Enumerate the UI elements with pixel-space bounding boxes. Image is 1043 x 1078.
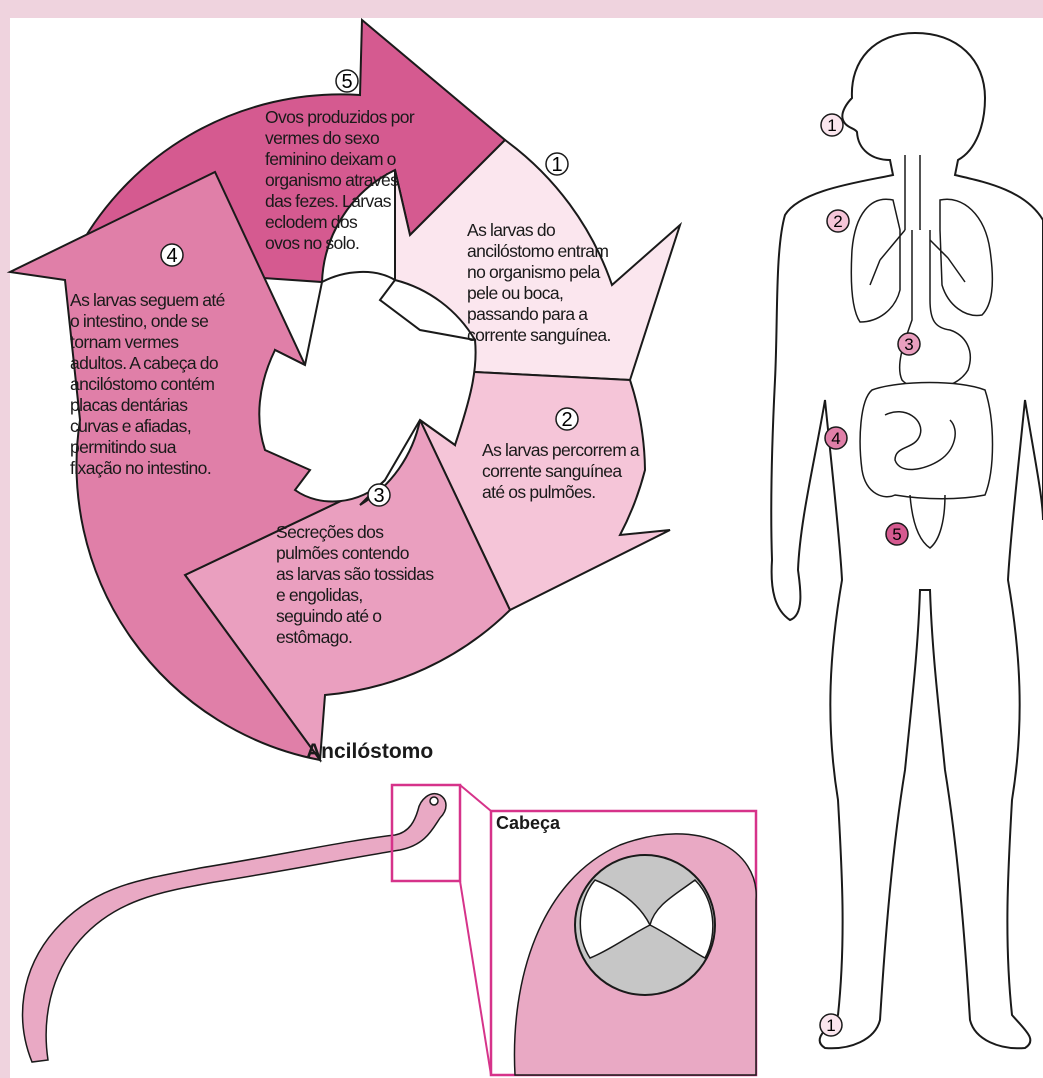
body-marker-1-foot: 1 xyxy=(820,1014,842,1036)
step-2-text: As larvas percorrem a corrente sanguínea… xyxy=(482,440,677,503)
step-1-text: As larvas do ancilóstomo entram no organ… xyxy=(467,220,647,346)
step-3-text: Secreções dos pulmões contendo as larvas… xyxy=(276,522,466,648)
hookworm-illustration xyxy=(23,785,491,1075)
step-number-2: 2 xyxy=(556,408,578,431)
svg-text:3: 3 xyxy=(904,335,913,354)
head-label: Cabeça xyxy=(496,813,560,834)
step-number-5: 5 xyxy=(336,70,358,93)
body-marker-3-stomach: 3 xyxy=(898,333,920,355)
body-marker-1-mouth: 1 xyxy=(821,114,843,136)
svg-text:5: 5 xyxy=(341,71,352,93)
svg-text:2: 2 xyxy=(833,212,842,231)
svg-text:1: 1 xyxy=(826,1016,835,1035)
svg-text:1: 1 xyxy=(551,154,562,176)
body-marker-5-anus: 5 xyxy=(886,523,908,545)
svg-text:3: 3 xyxy=(373,485,384,507)
step-number-3: 3 xyxy=(368,484,390,507)
svg-text:2: 2 xyxy=(561,409,572,431)
step-number-1: 1 xyxy=(546,153,568,176)
svg-text:5: 5 xyxy=(892,525,901,544)
svg-text:4: 4 xyxy=(166,245,177,267)
step-5-text: Ovos produzidos por vermes do sexo femin… xyxy=(265,107,465,254)
worm-body xyxy=(23,794,446,1062)
svg-text:4: 4 xyxy=(831,429,840,448)
body-marker-4-intestine: 4 xyxy=(825,427,847,449)
step-4-text: As larvas seguem até o intestino, onde s… xyxy=(70,290,265,479)
head-detail-inset xyxy=(491,811,756,1075)
svg-text:1: 1 xyxy=(827,116,836,135)
human-body-outline xyxy=(771,33,1043,1048)
worm-label: Ancilóstomo xyxy=(306,740,433,764)
step-number-4: 4 xyxy=(161,244,183,267)
body-marker-2-lungs: 2 xyxy=(827,210,849,232)
